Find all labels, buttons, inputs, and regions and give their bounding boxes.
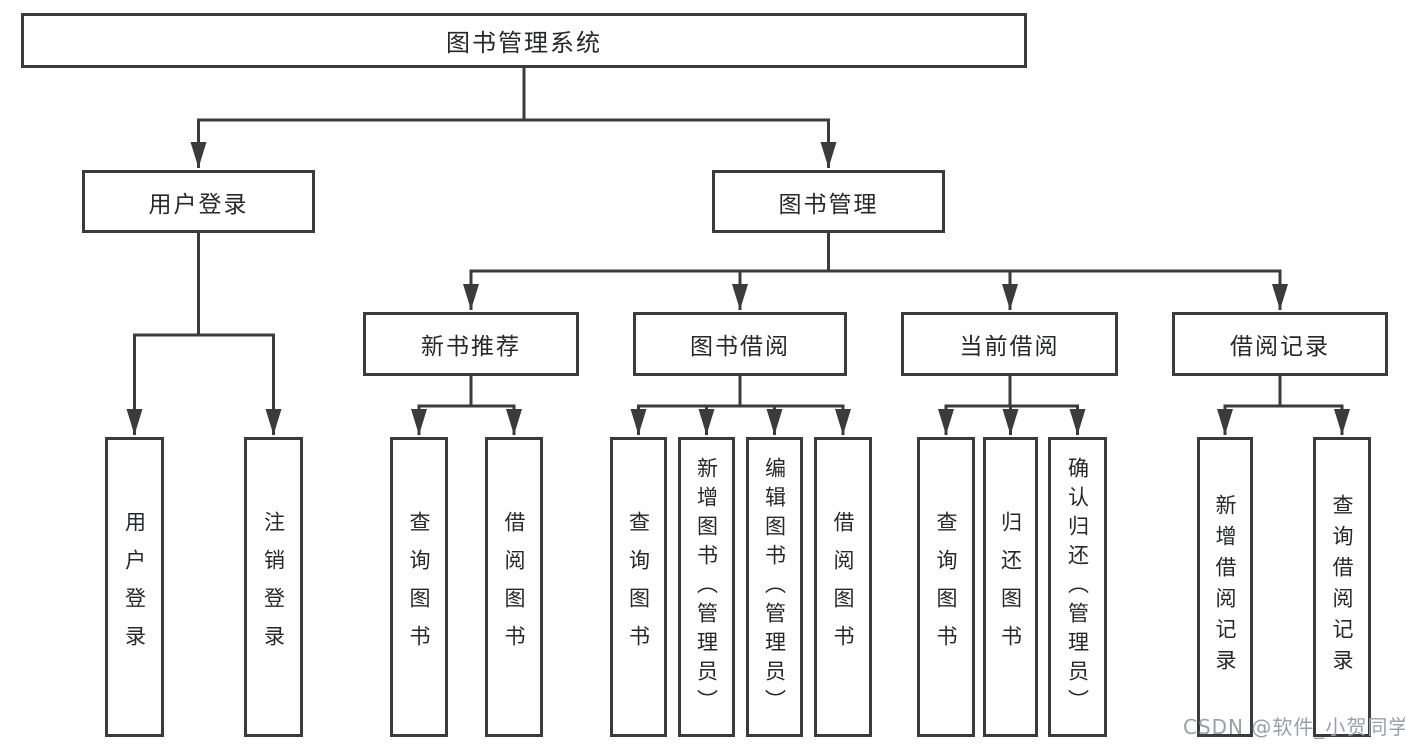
leaf-borrow-query: 查询图书 bbox=[610, 437, 667, 737]
leaf-borrow-edit-admin-label: 编辑图书（管理员） bbox=[762, 456, 787, 718]
leaf-logout-label: 注销登录 bbox=[261, 511, 286, 663]
leaf-current-query-label: 查询图书 bbox=[934, 511, 958, 663]
leaf-logout: 注销登录 bbox=[244, 437, 303, 737]
leaf-records-add: 新增借阅记录 bbox=[1197, 437, 1253, 737]
node-borrow-records-label: 借阅记录 bbox=[1230, 334, 1330, 360]
node-root-label: 图书管理系统 bbox=[446, 29, 602, 57]
node-new-book-recommend: 新书推荐 bbox=[363, 312, 579, 376]
node-current-borrowing: 当前借阅 bbox=[901, 312, 1118, 376]
leaf-current-confirm-admin-label: 确认归还（管理员） bbox=[1065, 456, 1090, 718]
leaf-records-query: 查询借阅记录 bbox=[1313, 437, 1371, 737]
node-book-borrowing-label: 图书借阅 bbox=[690, 334, 790, 360]
node-user-login: 用户登录 bbox=[82, 170, 315, 233]
leaf-current-return-label: 归还图书 bbox=[998, 511, 1023, 663]
leaf-borrow-add-admin: 新增图书（管理员） bbox=[678, 437, 735, 737]
leaf-current-query: 查询图书 bbox=[917, 437, 975, 737]
leaf-user-login: 用户登录 bbox=[105, 437, 164, 737]
leaf-borrow-query-label: 查询图书 bbox=[626, 511, 651, 663]
node-current-borrowing-label: 当前借阅 bbox=[959, 334, 1060, 360]
leaf-newbooks-query: 查询图书 bbox=[390, 437, 448, 737]
leaf-current-confirm-admin: 确认归还（管理员） bbox=[1048, 437, 1107, 737]
leaf-newbooks-borrow: 借阅图书 bbox=[485, 437, 543, 737]
node-book-management: 图书管理 bbox=[712, 170, 945, 233]
leaf-records-query-label: 查询借阅记录 bbox=[1330, 494, 1354, 680]
node-new-book-recommend-label: 新书推荐 bbox=[421, 334, 521, 360]
node-borrow-records: 借阅记录 bbox=[1172, 312, 1388, 376]
leaf-newbooks-borrow-label: 借阅图书 bbox=[502, 511, 526, 663]
leaf-newbooks-query-label: 查询图书 bbox=[407, 511, 431, 663]
node-root: 图书管理系统 bbox=[21, 13, 1027, 68]
watermark-text: CSDN @软件_小贺同学 bbox=[1183, 715, 1405, 739]
leaf-records-add-label: 新增借阅记录 bbox=[1213, 494, 1237, 680]
leaf-borrow-borrow: 借阅图书 bbox=[814, 437, 872, 737]
leaf-current-return: 归还图书 bbox=[983, 437, 1038, 737]
node-user-login-label: 用户登录 bbox=[148, 191, 249, 218]
node-book-borrowing: 图书借阅 bbox=[633, 312, 847, 376]
leaf-borrow-add-admin-label: 新增图书（管理员） bbox=[694, 456, 719, 718]
leaf-borrow-borrow-label: 借阅图书 bbox=[831, 511, 855, 663]
leaf-borrow-edit-admin: 编辑图书（管理员） bbox=[746, 437, 803, 737]
node-book-management-label: 图书管理 bbox=[778, 191, 879, 218]
leaf-user-login-label: 用户登录 bbox=[122, 511, 147, 663]
